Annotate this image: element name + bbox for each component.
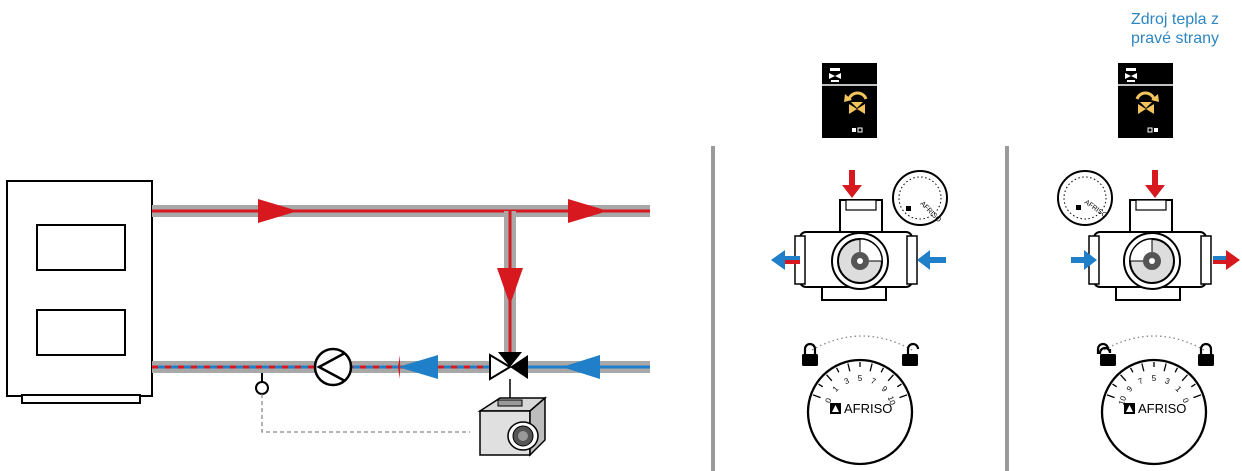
left-dial-scale-label: 5 <box>858 374 863 383</box>
flow-arrow-return-cold <box>562 355 600 379</box>
lock-open-icon <box>902 342 920 366</box>
page-indicator-active <box>1154 128 1158 132</box>
brand-label: AFRISO <box>1138 401 1186 416</box>
left-dial-tick <box>826 374 833 382</box>
boiler-panel-bottom <box>36 309 126 356</box>
brand-label: AFRISO <box>844 401 892 416</box>
valve-scale-dial-right: AFRISO <box>1057 170 1113 226</box>
right-dial-tick <box>1120 374 1127 382</box>
right-dial-tick <box>1181 374 1188 382</box>
rotate-clockwise-icon <box>1135 91 1159 114</box>
caption-line-2: pravé strany <box>1130 30 1220 47</box>
valve-symbol-icon <box>829 68 841 82</box>
rotate-counterclockwise-icon <box>844 91 868 114</box>
right-dial-scale-label: 1 <box>1174 384 1184 394</box>
right-dial-tick <box>1163 363 1167 372</box>
mixed-outlet-arrow <box>1226 250 1240 270</box>
mixed-outlet-arrow <box>771 250 785 270</box>
right-dial-tick <box>1106 394 1115 399</box>
right-dial-scale-label: 10 <box>1117 394 1129 406</box>
left-dial-tick <box>869 363 873 372</box>
temperature-sensor <box>255 373 470 433</box>
flow-arrow-supply-1 <box>258 199 298 223</box>
right-dial-tick <box>1112 383 1118 388</box>
right-dial-scale-label: 9 <box>1125 384 1135 394</box>
flow-arrow-bypass <box>497 268 523 305</box>
left-dial-tick <box>835 367 840 373</box>
lock-closed-icon <box>1198 342 1214 366</box>
valve-actuator <box>477 396 548 457</box>
lock-closed-icon <box>802 342 818 366</box>
page-indicator <box>857 127 863 133</box>
circulation-pump <box>313 347 353 387</box>
display-screen-right <box>1118 63 1173 138</box>
left-dial-tick <box>818 383 824 388</box>
valve-symbol-icon <box>1125 68 1137 82</box>
left-dial-tick <box>812 394 821 399</box>
right-dial-tick <box>1190 383 1196 388</box>
brand-logo: AFRISO <box>830 401 892 416</box>
right-dial-scale-label: 7 <box>1137 376 1145 386</box>
page-indicator-active <box>852 128 856 132</box>
display-screen-left <box>822 63 877 138</box>
right-dial-scale-label: 3 <box>1163 376 1171 386</box>
boiler <box>6 180 153 404</box>
mixing-valve-left <box>794 199 918 301</box>
divider-left <box>711 146 715 471</box>
valve-scale-dial-left: AFRISO <box>892 170 948 226</box>
hot-inlet-arrow <box>842 185 862 198</box>
cold-inlet-arrow <box>1084 250 1097 270</box>
left-dial-tick <box>880 367 885 373</box>
sensor-cable <box>261 394 470 433</box>
caption-line-1: Zdroj tepla z <box>1130 11 1220 28</box>
flow-arrows-right <box>1071 170 1240 270</box>
right-dial-tick <box>1174 367 1179 373</box>
cold-inlet-arrow <box>917 250 930 270</box>
heat-source-caption: Zdroj tepla z pravé strany <box>1108 10 1242 48</box>
left-dial-scale-label: 10 <box>886 395 898 407</box>
flow-arrow-supply-2 <box>568 199 608 223</box>
right-dial-scale-label: 5 <box>1152 374 1157 383</box>
right-dial-tick <box>1141 363 1145 372</box>
left-dial-tick <box>847 363 851 372</box>
supply-pipe <box>152 199 650 223</box>
flow-arrow-return-mixed-blue <box>398 355 438 379</box>
left-dial-scale-label: 9 <box>880 384 890 394</box>
boiler-panel-top <box>36 224 126 271</box>
left-dial-scale-label: 0 <box>824 396 834 404</box>
left-dial-tick <box>887 374 894 382</box>
three-way-valve <box>489 352 528 402</box>
left-dial-scale-label: 3 <box>843 376 851 386</box>
hot-inlet-arrow <box>1145 185 1165 198</box>
lock-open-icon <box>1096 342 1116 366</box>
left-dial-tick <box>896 383 902 388</box>
left-dial-tick <box>899 394 908 399</box>
left-dial-scale-label: 1 <box>831 384 841 394</box>
right-dial-tick <box>1129 367 1134 373</box>
right-dial-scale-label: 0 <box>1180 397 1190 405</box>
return-pipe <box>152 355 650 379</box>
page-indicator <box>1147 127 1153 133</box>
divider-right <box>1005 146 1009 471</box>
brand-logo: AFRISO <box>1124 401 1186 416</box>
flow-arrows-left <box>771 170 946 270</box>
bypass-pipe <box>497 211 523 353</box>
left-dial-scale-label: 7 <box>869 376 877 386</box>
right-dial-tick <box>1193 394 1202 399</box>
